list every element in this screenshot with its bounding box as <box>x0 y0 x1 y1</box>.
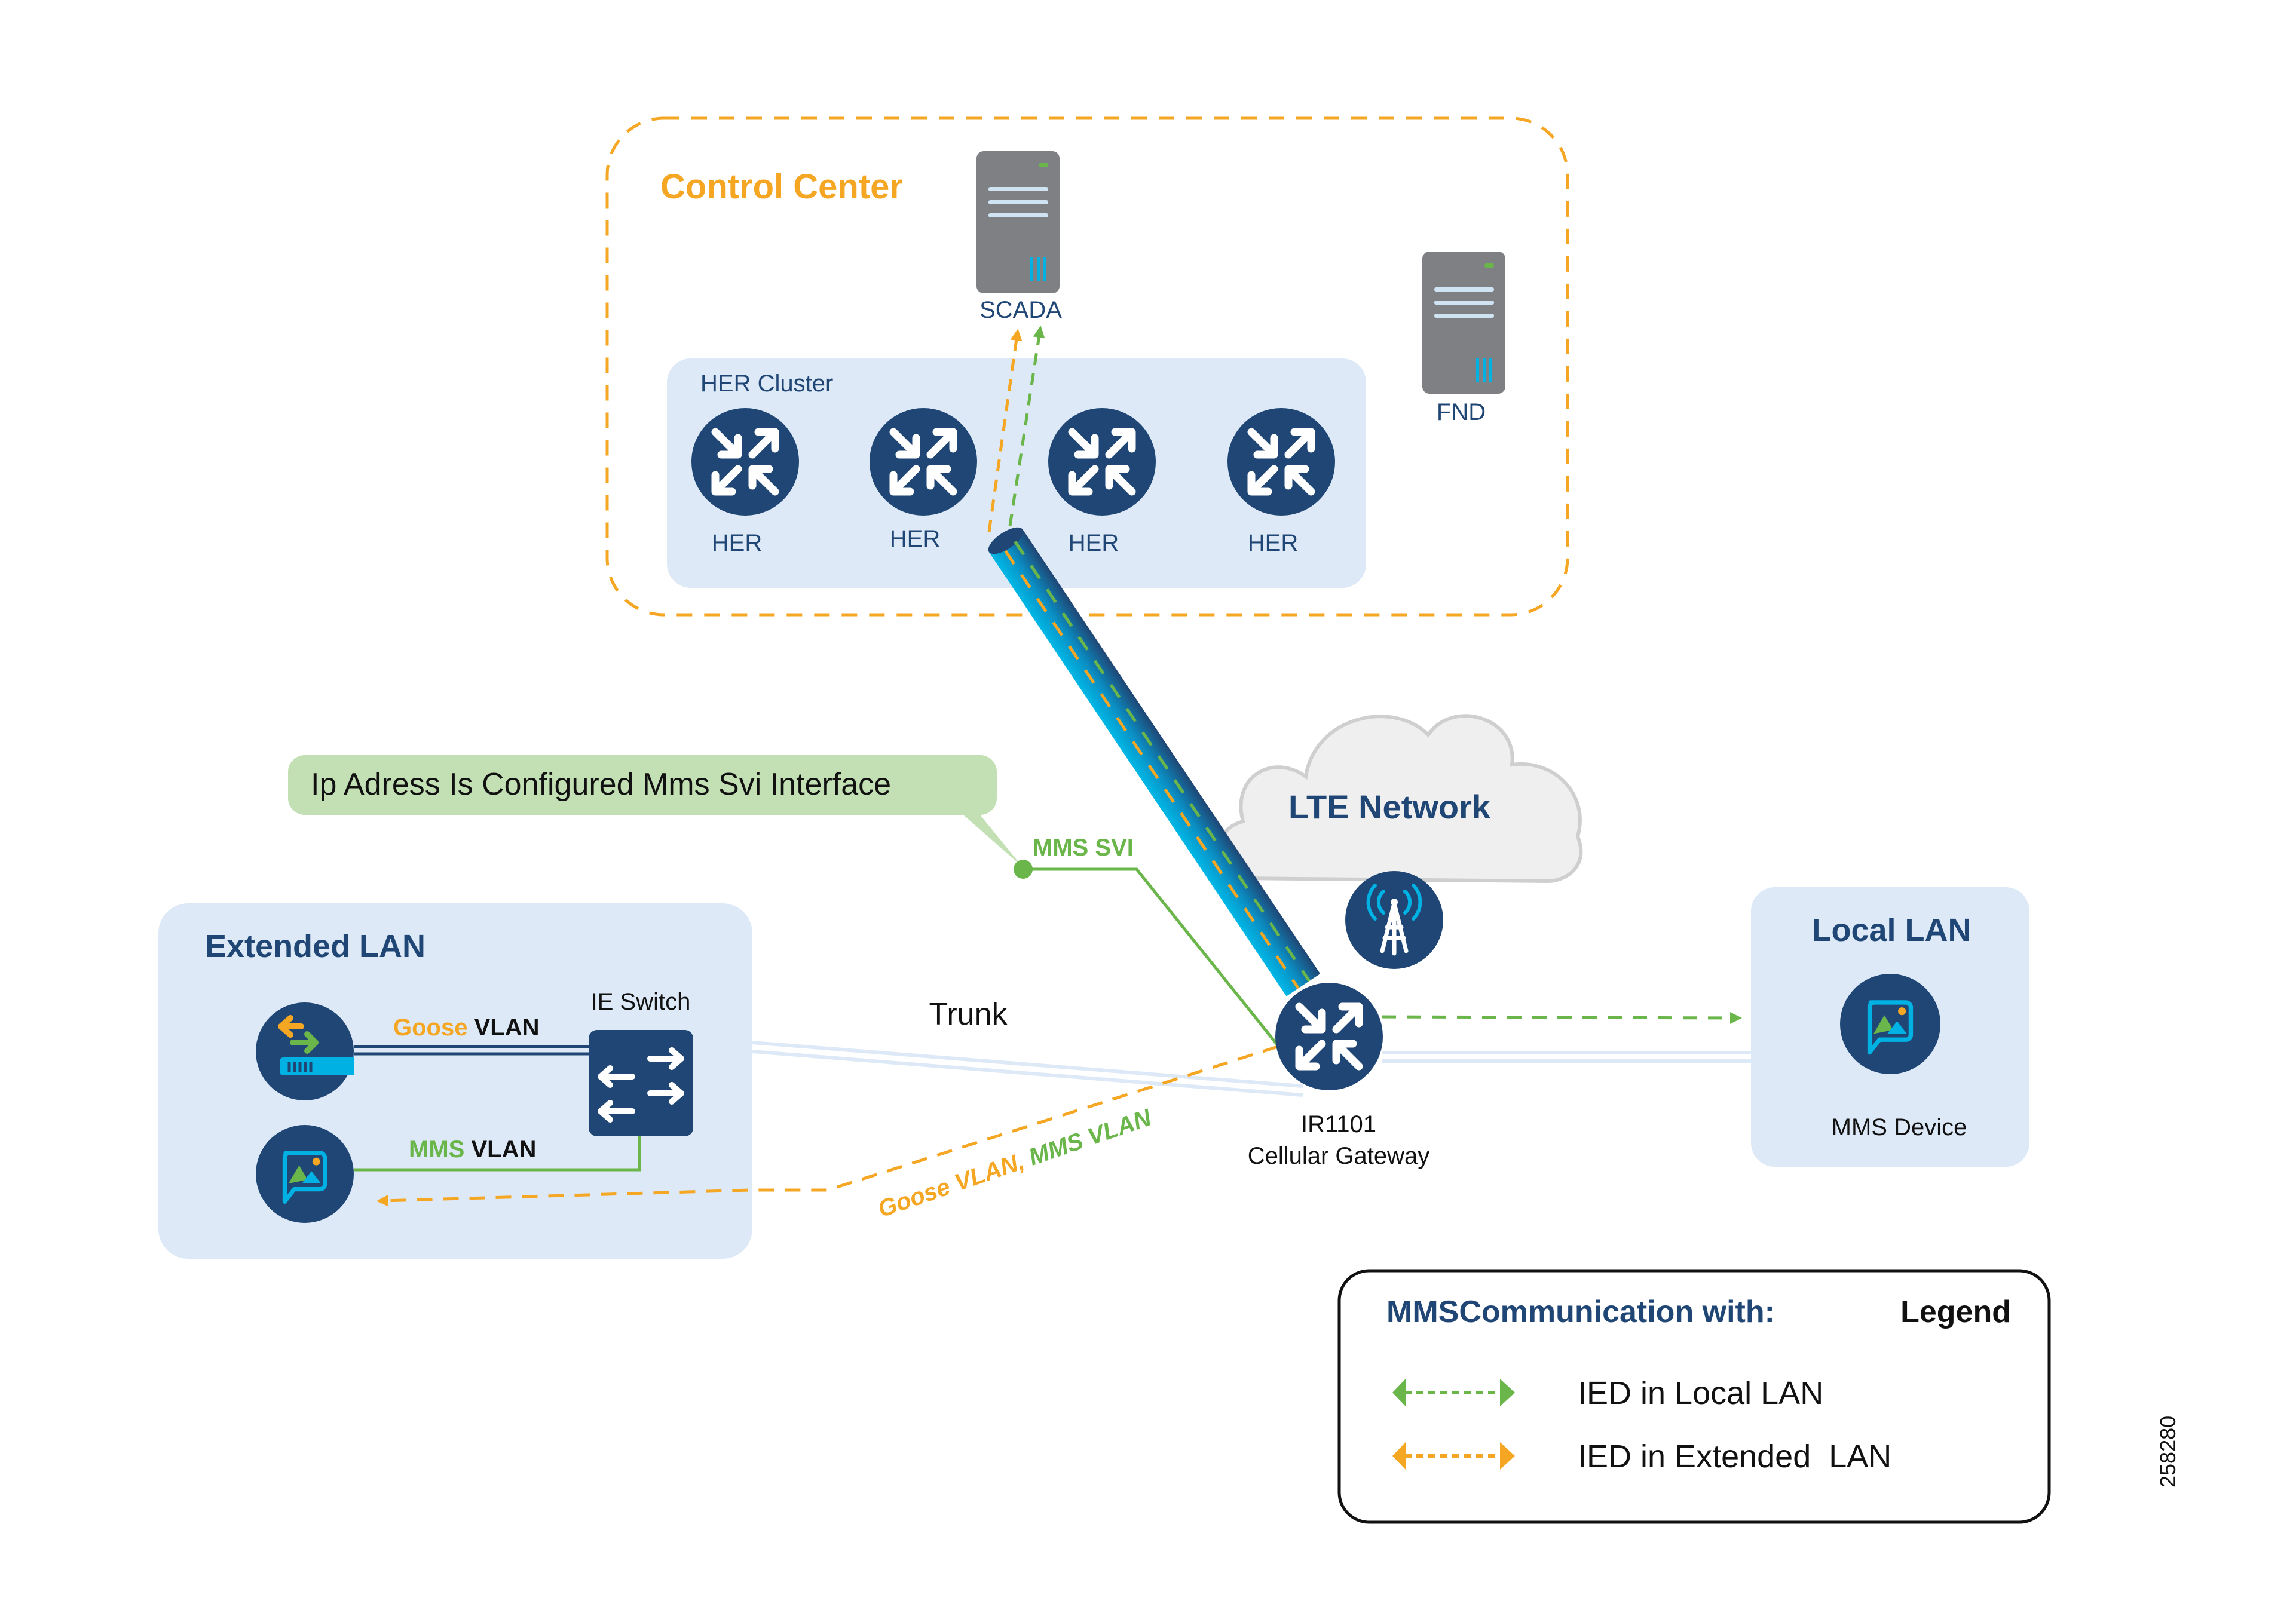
arrow-right-icon <box>1500 1379 1515 1406</box>
scada-label: SCADA <box>979 297 1062 323</box>
vlan-path-label: Goose VLAN, MMS VLAN <box>875 1104 1155 1222</box>
arrow-left-icon <box>1392 1442 1406 1470</box>
legend-item-local-lan: IED in Local LAN <box>1392 1375 1823 1411</box>
arrow-right-icon <box>1500 1442 1515 1470</box>
her-router[interactable] <box>1048 408 1156 516</box>
router-icon <box>1275 983 1383 1090</box>
extended-lan-flow-path <box>376 1045 1278 1207</box>
her-router[interactable] <box>691 408 799 516</box>
trunk-label: Trunk <box>929 997 1008 1032</box>
cell-tower[interactable] <box>1345 871 1443 969</box>
extended-lan-mms-device[interactable] <box>256 1125 354 1223</box>
scada-server[interactable] <box>976 151 1060 293</box>
router-icon <box>870 408 977 516</box>
ie-switch-label: IE Switch <box>591 989 691 1015</box>
server-icon <box>976 151 1060 293</box>
mms-vlan-link[interactable] <box>354 1136 641 1172</box>
fnd-server[interactable] <box>1422 252 1505 394</box>
her-router-label: HER <box>890 526 940 552</box>
local-lan-link[interactable] <box>1382 1051 1751 1063</box>
her-cluster-panel <box>667 358 1366 588</box>
her-router[interactable] <box>870 408 977 516</box>
her-cluster-title: HER Cluster <box>700 370 833 397</box>
svi-callout: Ip Adress Is Configured Mms Svi Interfac… <box>288 755 1022 866</box>
local-lan-title: Local LAN <box>1811 912 1971 948</box>
goose-vlan-link[interactable] <box>354 1045 589 1056</box>
arrow-left-icon <box>1392 1379 1406 1406</box>
lte-tunnel <box>988 527 1321 996</box>
router-icon <box>691 408 799 516</box>
control-center-boundary <box>605 116 1569 617</box>
local-lan-flow-to-scada <box>1008 326 1045 526</box>
lte-cloud <box>1216 714 1583 884</box>
legend-heading: MMSCommunication with: <box>1386 1295 1775 1329</box>
gateway-description: Cellular Gateway <box>1248 1143 1430 1169</box>
control-center-title: Control Center <box>660 167 903 206</box>
callout-text: Ip Adress Is Configured Mms Svi Interfac… <box>311 767 891 802</box>
ie-switch[interactable] <box>589 1030 693 1136</box>
mms-svi-link <box>1023 867 1280 1048</box>
legend-box <box>1337 1269 2051 1524</box>
server-icon <box>1422 252 1505 394</box>
extended-lan-flow-to-scada <box>987 329 1023 532</box>
her-router-group: HER HER HER HER <box>691 408 1335 556</box>
goose-ied-device[interactable] <box>256 1002 354 1100</box>
legend-title: Legend <box>1900 1295 2011 1329</box>
her-router-label: HER <box>712 530 762 556</box>
mms-device-icon <box>256 1125 354 1223</box>
mms-device-icon <box>1840 974 1940 1074</box>
lte-network-title: LTE Network <box>1288 788 1491 826</box>
router-icon <box>1227 408 1335 516</box>
local-lan-mms-device[interactable] <box>1840 974 1940 1074</box>
extended-lan-title: Extended LAN <box>205 928 425 964</box>
her-router[interactable] <box>1227 408 1335 516</box>
router-icon <box>1048 408 1156 516</box>
local-lan-device-label: MMS Device <box>1832 1114 1967 1140</box>
figure-id: 258280 <box>2156 1416 2180 1488</box>
ir1101-gateway[interactable] <box>1275 983 1383 1090</box>
gateway-model: IR1101 <box>1301 1111 1376 1137</box>
local-lan-flow-path <box>1381 1011 1742 1024</box>
mms-vlan-label: MMS VLAN <box>409 1136 536 1163</box>
goose-vlan-label: Goose VLAN <box>393 1014 540 1041</box>
her-router-label: HER <box>1248 530 1298 556</box>
legend-item-label: IED in Local LAN <box>1578 1375 1823 1411</box>
her-router-label: HER <box>1069 530 1119 556</box>
trunk-link[interactable] <box>752 1041 1303 1097</box>
legend-item-label: IED in Extended LAN <box>1578 1439 1891 1474</box>
fnd-label: FND <box>1437 399 1486 425</box>
mms-svi-label: MMS SVI <box>1033 835 1134 861</box>
legend-item-extended-lan: IED in Extended LAN <box>1392 1439 1891 1474</box>
